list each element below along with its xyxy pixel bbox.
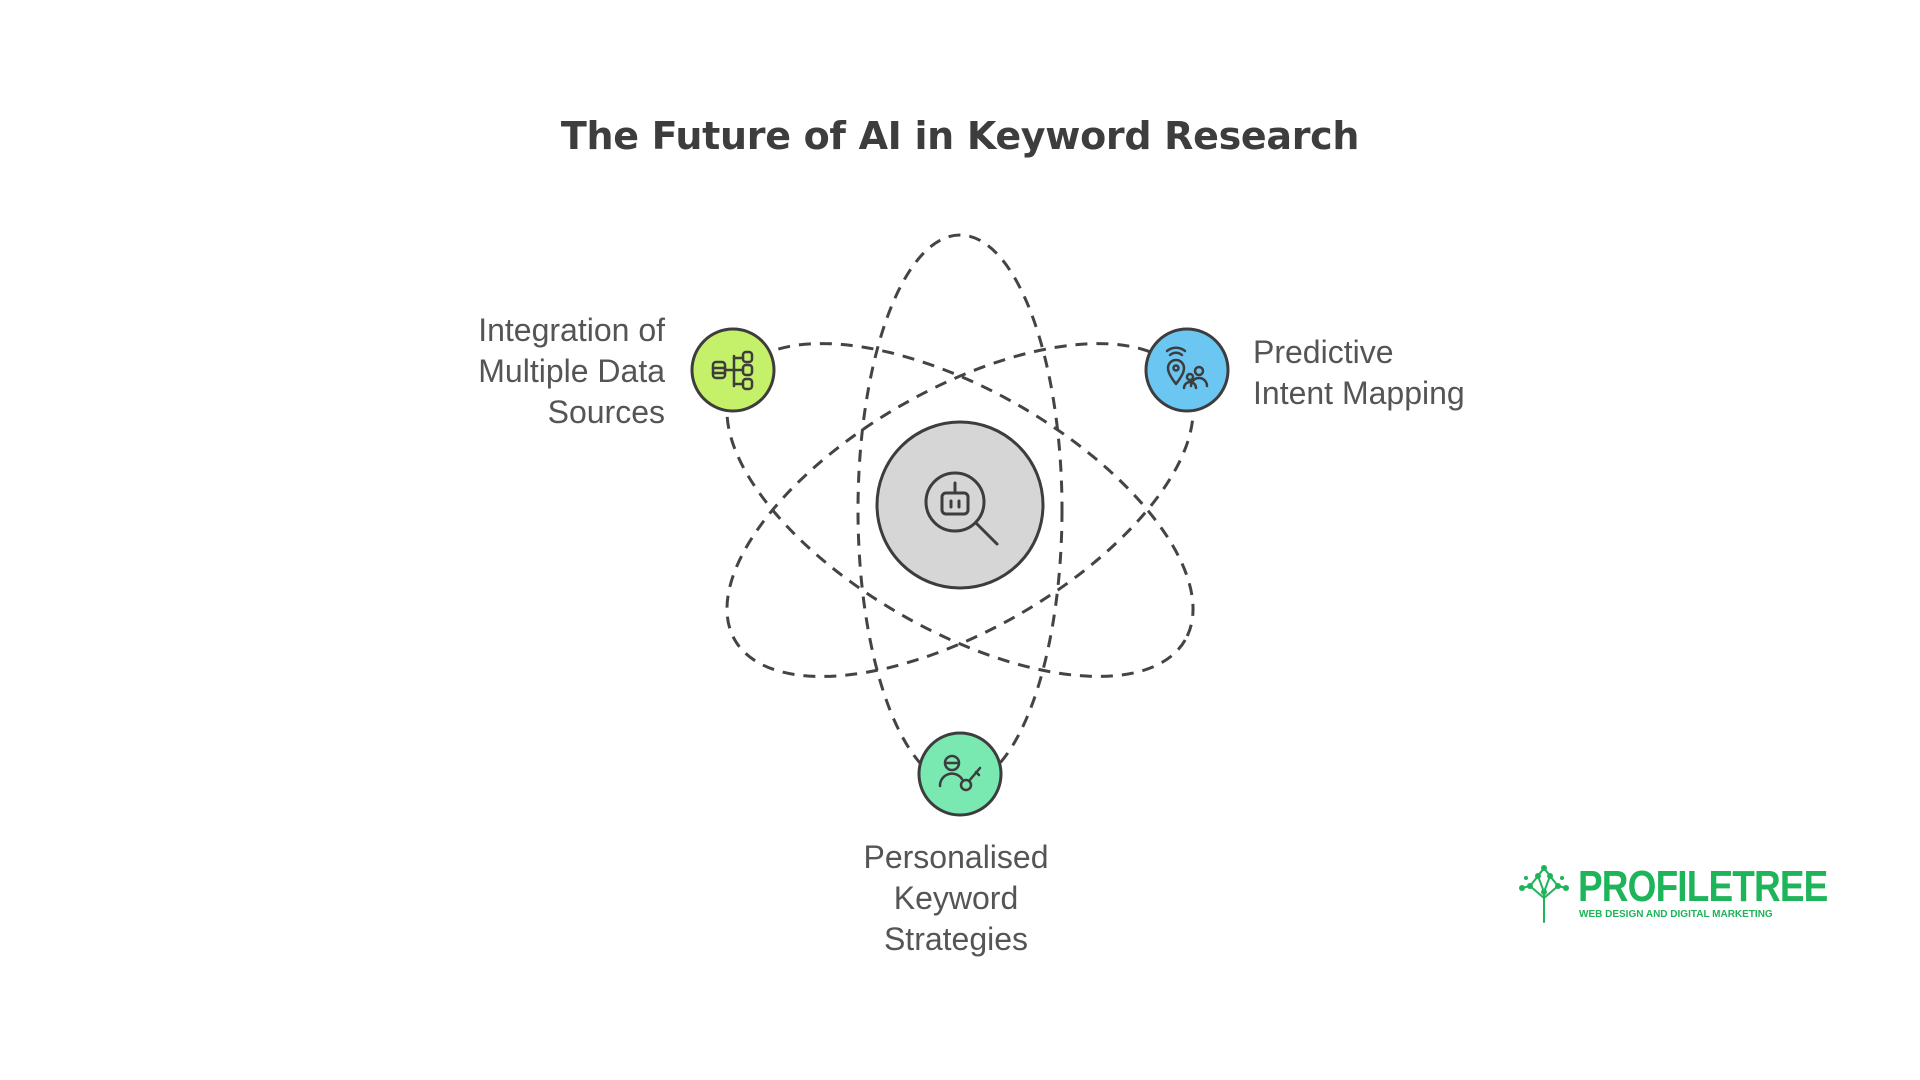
node-predictive: [1144, 327, 1230, 413]
logo-wordmark: PROFILETREE: [1578, 862, 1828, 911]
label-integration: Integration of Multiple Data Sources: [478, 312, 665, 430]
node-integration: [690, 327, 776, 413]
location-people-icon: [1165, 346, 1209, 390]
tree-logo-icon: [1519, 865, 1569, 923]
logo-tagline: WEB DESIGN AND DIGITAL MARKETING: [1579, 909, 1773, 920]
user-key-icon: [938, 754, 982, 792]
profiletree-logo: PROFILETREE WEB DESIGN AND DIGITAL MARKE…: [1516, 864, 1828, 924]
node-personalised: [917, 731, 1003, 817]
label-predictive: Predictive Intent Mapping: [1253, 334, 1465, 411]
database-hierarchy-icon: [711, 350, 754, 391]
center-node: [875, 420, 1045, 590]
robot-search-icon: [924, 471, 999, 546]
diagram-title: The Future of AI in Keyword Research: [560, 114, 1360, 158]
orbit-vertical: [856, 233, 1064, 787]
label-personalised: Personalised Keyword Strategies: [863, 839, 1049, 957]
